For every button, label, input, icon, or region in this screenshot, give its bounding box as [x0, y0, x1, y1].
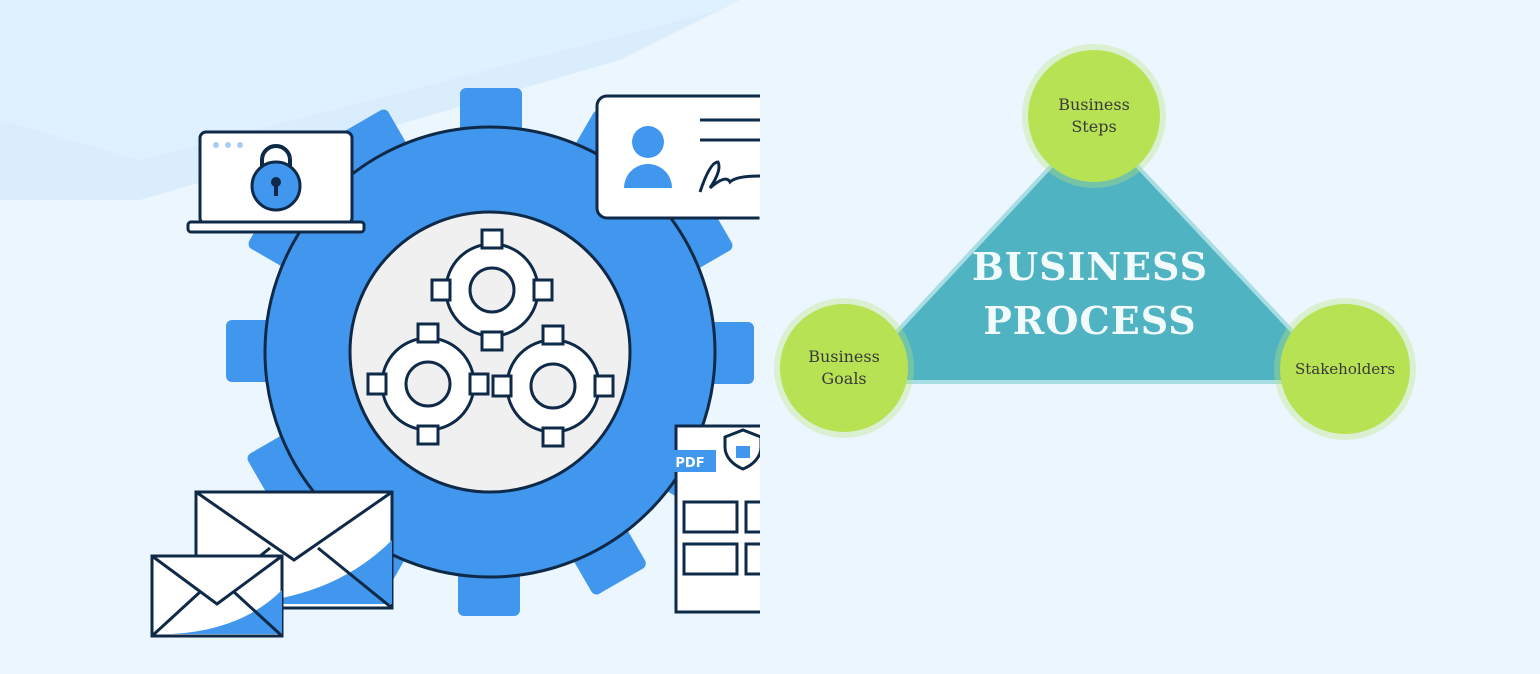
- envelope-small-icon: [152, 556, 282, 636]
- laptop-lock-icon: [188, 132, 364, 232]
- diagram-title-line2: PROCESS: [983, 298, 1197, 343]
- node-business-goals-line2: Goals: [808, 368, 880, 390]
- pdf-badge: PDF: [675, 456, 704, 471]
- node-stakeholders: Stakeholders: [1280, 304, 1410, 434]
- node-business-steps-line2: Steps: [1058, 116, 1130, 138]
- node-business-goals: Business Goals: [780, 304, 908, 432]
- node-business-steps-line1: Business: [1058, 94, 1130, 116]
- process-illustration: PDF: [0, 0, 760, 674]
- diagram-title: BUSINESS PROCESS: [960, 240, 1220, 348]
- diagram-title-line1: BUSINESS: [972, 244, 1208, 289]
- pdf-document-icon: PDF: [664, 426, 760, 612]
- business-process-diagram: BUSINESS PROCESS Business Steps Business…: [760, 20, 1440, 460]
- node-business-goals-line1: Business: [808, 346, 880, 368]
- id-card-icon: [597, 96, 760, 218]
- node-business-steps: Business Steps: [1028, 50, 1160, 182]
- node-stakeholders-line1: Stakeholders: [1295, 358, 1395, 380]
